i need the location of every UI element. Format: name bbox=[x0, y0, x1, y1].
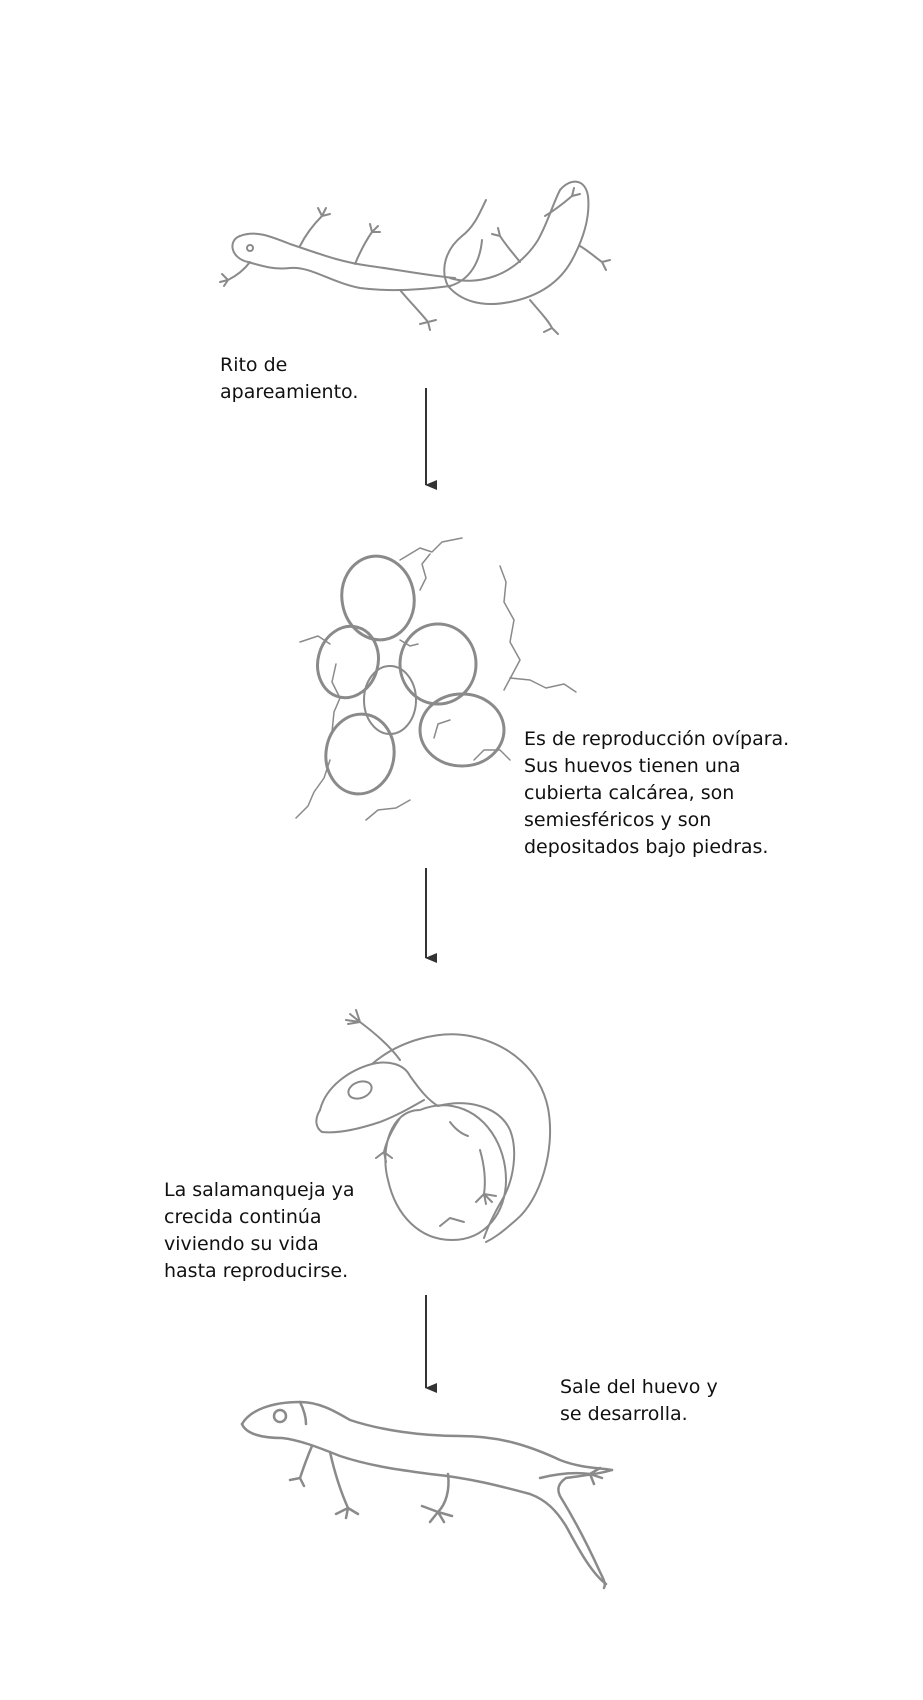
label-line: cubierta calcárea, son bbox=[524, 782, 735, 804]
label-line: crecida continúa bbox=[164, 1206, 322, 1228]
label-line: depositados bajo piedras. bbox=[524, 836, 769, 858]
label-line: Rito de bbox=[220, 354, 288, 376]
label-line: Es de reproducción ovípara. bbox=[524, 728, 790, 750]
stage-label-hatchling: Sale del huevo y se desarrolla. bbox=[560, 1374, 718, 1428]
mating-geckos-icon bbox=[219, 180, 611, 335]
egg-cluster-icon bbox=[316, 554, 506, 796]
label-line: apareamiento. bbox=[220, 381, 359, 403]
label-line: Sale del huevo y bbox=[560, 1376, 718, 1398]
label-line: se desarrolla. bbox=[560, 1403, 688, 1425]
label-line: Sus huevos tienen una bbox=[524, 755, 741, 777]
gecko-on-egg-icon bbox=[315, 1009, 552, 1243]
label-line: hasta reproducirse. bbox=[164, 1260, 349, 1282]
walking-gecko-icon bbox=[240, 1400, 614, 1590]
stage-label-adult: La salamanqueja ya crecida continúa vivi… bbox=[164, 1177, 355, 1285]
stage-label-eggs: Es de reproducción ovípara. Sus huevos t… bbox=[524, 726, 789, 861]
label-line: semiesféricos y son bbox=[524, 809, 712, 831]
label-line: La salamanqueja ya bbox=[164, 1179, 355, 1201]
stage-label-mating: Rito de apareamiento. bbox=[220, 352, 358, 406]
stone-cracks bbox=[295, 537, 577, 821]
label-line: viviendo su vida bbox=[164, 1233, 319, 1255]
